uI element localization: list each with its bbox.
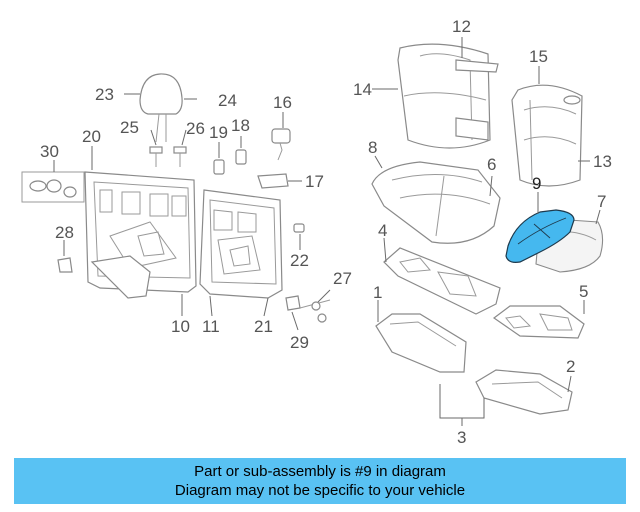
callout-10: 10 [171, 317, 190, 336]
small-part-22 [293, 223, 305, 233]
callout-20: 20 [82, 127, 101, 146]
callout-8: 8 [368, 138, 377, 157]
parts-diagram: 1 2 3 4 5 6 7 8 9 10 11 12 13 14 15 16 1… [21, 17, 612, 447]
seat-pan-5 [492, 305, 585, 339]
callout-14: 14 [353, 80, 372, 99]
callout-16: 16 [273, 93, 292, 112]
leader-lines [53, 37, 601, 426]
seat-back-frame-right [199, 189, 283, 299]
callout-24: 24 [218, 91, 237, 110]
seat-back-cushion-14 [397, 43, 499, 149]
small-part-29 [285, 295, 301, 311]
small-part-17 [257, 173, 289, 189]
seat-pan-2 [475, 369, 573, 415]
small-part-28 [57, 257, 73, 273]
callout-23: 23 [95, 85, 114, 104]
banner-line-disclaimer: Diagram may not be specific to your vehi… [174, 482, 466, 499]
seat-pan-4 [383, 247, 501, 315]
parts-group-30 [21, 171, 85, 203]
headrest [139, 73, 183, 143]
callout-28: 28 [55, 223, 74, 242]
small-part-19 [213, 159, 225, 175]
callout-21: 21 [254, 317, 273, 336]
callout-30: 30 [40, 142, 59, 161]
callout-25: 25 [120, 118, 139, 137]
info-banner: Part or sub-assembly is #9 in diagram Di… [14, 458, 626, 504]
callout-15: 15 [529, 47, 548, 66]
callout-5: 5 [579, 282, 588, 301]
seat-back-cushion-15 [511, 84, 583, 187]
bolt-26 [173, 146, 187, 167]
small-part-27 [299, 299, 331, 323]
callout-26: 26 [186, 119, 205, 138]
callout-27: 27 [333, 269, 352, 288]
callout-4: 4 [378, 221, 387, 240]
callout-13: 13 [593, 152, 612, 171]
callout-18: 18 [231, 116, 250, 135]
highlighted-part-9 [505, 209, 575, 263]
callout-3: 3 [457, 428, 466, 447]
small-part-18 [235, 149, 247, 165]
callout-19: 19 [209, 123, 228, 142]
callout-2: 2 [566, 357, 575, 376]
callout-29: 29 [290, 333, 309, 352]
callout-22: 22 [290, 251, 309, 270]
seat-back-frame-left [84, 171, 197, 299]
callout-9: 9 [532, 174, 541, 193]
seat-pan-1 [375, 313, 467, 373]
callout-17: 17 [305, 172, 324, 191]
callout-1: 1 [373, 283, 382, 302]
callout-12: 12 [452, 17, 471, 36]
seat-cushion-6 [371, 161, 501, 244]
callout-11: 11 [202, 317, 220, 336]
callout-labels: 1 2 3 4 5 6 7 8 9 10 11 12 13 14 15 16 1… [40, 17, 612, 447]
callout-7: 7 [597, 192, 606, 211]
callout-6: 6 [487, 155, 496, 174]
small-part-16 [271, 128, 291, 161]
banner-line-part: Part or sub-assembly is #9 in diagram [194, 463, 446, 480]
bolt-25 [149, 146, 163, 167]
